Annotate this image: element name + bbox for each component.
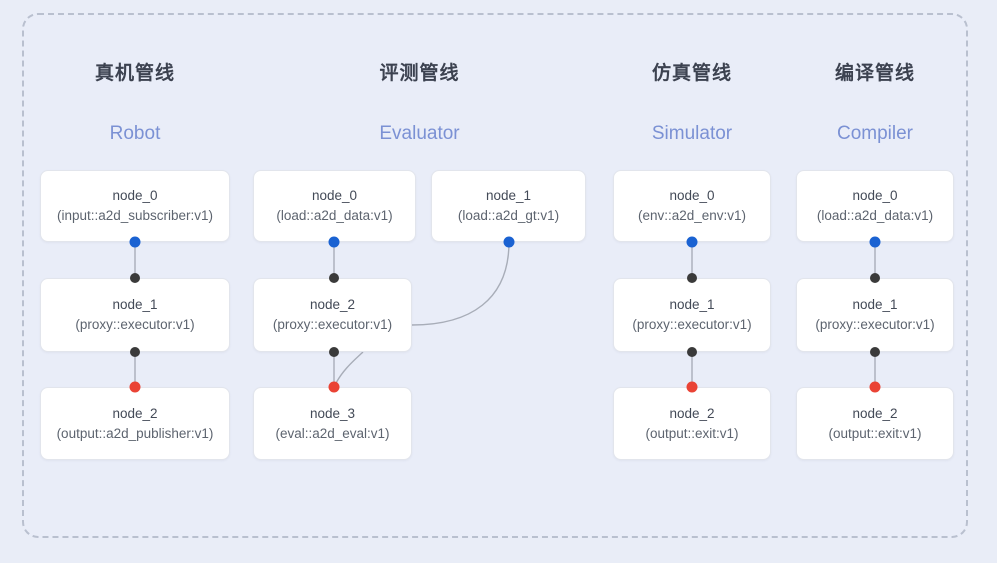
column-title-cn-robot: 真机管线 — [94, 63, 175, 84]
node-type: (env::a2d_env:v1) — [637, 208, 747, 223]
node-type: (output::exit:v1) — [645, 425, 739, 441]
node-evaluator-3[interactable]: node_3 (eval::a2d_eval:v1) — [253, 387, 412, 460]
node-compiler-1[interactable]: node_1 (proxy::executor:v1) — [796, 278, 954, 352]
port-input-robot-node1[interactable] — [130, 273, 140, 283]
node-type: (eval::a2d_eval:v1) — [275, 425, 390, 441]
port-input-simulator-node2[interactable] — [686, 381, 698, 393]
port-input-simulator-node1[interactable] — [687, 273, 697, 283]
node-robot-0[interactable]: node_0 (input::a2d_subscriber:v1) — [40, 170, 230, 242]
port-input-compiler-node1[interactable] — [870, 273, 880, 283]
port-output-robot-node0[interactable] — [129, 236, 141, 248]
node-compiler-2[interactable]: node_2 (output::exit:v1) — [796, 387, 954, 460]
port-output-simulator-node0[interactable] — [686, 236, 698, 248]
port-output-compiler-node1[interactable] — [870, 347, 880, 357]
pipeline-column-evaluator: 评测管线 Evaluator node_0 (load::a2d_data:v1… — [253, 0, 586, 563]
node-simulator-1[interactable]: node_1 (proxy::executor:v1) — [613, 278, 771, 352]
port-output-evaluator-node2[interactable] — [329, 347, 339, 357]
node-type: (load::a2d_data:v1) — [276, 208, 393, 223]
node-name: node_1 — [485, 188, 532, 203]
node-name: node_2 — [112, 405, 158, 421]
column-title-en-simulator: Simulator — [651, 123, 733, 144]
port-input-compiler-node2[interactable] — [869, 381, 881, 393]
port-output-compiler-node0[interactable] — [869, 236, 881, 248]
column-title-cn-simulator: 仿真管线 — [651, 63, 732, 84]
node-evaluator-0[interactable]: node_0 (load::a2d_data:v1) — [253, 170, 416, 242]
pipeline-column-compiler: 编译管线 Compiler node_0 (load::a2d_data:v1)… — [796, 0, 954, 563]
node-type: (load::a2d_gt:v1) — [457, 208, 560, 223]
node-name: node_3 — [309, 405, 356, 421]
column-title-en-evaluator: Evaluator — [379, 123, 460, 144]
node-simulator-2[interactable]: node_2 (output::exit:v1) — [613, 387, 771, 460]
port-output-evaluator-node1[interactable] — [503, 236, 515, 248]
node-robot-2[interactable]: node_2 (output::a2d_publisher:v1) — [40, 387, 230, 460]
node-type: (proxy::executor:v1) — [272, 317, 393, 332]
node-name: node_1 — [669, 297, 715, 312]
node-evaluator-1[interactable]: node_1 (load::a2d_gt:v1) — [431, 170, 586, 242]
port-output-robot-node1[interactable] — [130, 347, 140, 357]
node-name: node_0 — [311, 188, 358, 203]
node-type: (load::a2d_data:v1) — [816, 208, 934, 223]
node-name: node_2 — [309, 297, 356, 312]
port-output-evaluator-node0[interactable] — [328, 236, 340, 248]
node-name: node_2 — [669, 405, 715, 421]
node-evaluator-2[interactable]: node_2 (proxy::executor:v1) — [253, 278, 412, 352]
node-simulator-0[interactable]: node_0 (env::a2d_env:v1) — [613, 170, 771, 242]
column-title-en-compiler: Compiler — [836, 123, 914, 144]
node-type: (proxy::executor:v1) — [75, 317, 195, 332]
node-name: node_1 — [112, 297, 158, 312]
column-title-cn-evaluator: 评测管线 — [379, 63, 460, 84]
node-name: node_0 — [112, 188, 158, 203]
node-name: node_1 — [852, 297, 898, 312]
port-output-simulator-node1[interactable] — [687, 347, 697, 357]
pipeline-column-simulator: 仿真管线 Simulator node_0 (env::a2d_env:v1) … — [613, 0, 771, 563]
node-type: (proxy::executor:v1) — [632, 317, 752, 332]
node-name: node_0 — [669, 188, 715, 203]
port-input-evaluator-node2[interactable] — [329, 273, 339, 283]
column-title-cn-compiler: 编译管线 — [834, 63, 915, 84]
node-type: (input::a2d_subscriber:v1) — [56, 208, 214, 223]
node-name: node_2 — [852, 405, 898, 421]
node-type: (output::a2d_publisher:v1) — [56, 425, 214, 441]
port-input-evaluator-node3[interactable] — [328, 381, 340, 393]
node-type: (output::exit:v1) — [828, 425, 922, 441]
node-robot-1[interactable]: node_1 (proxy::executor:v1) — [40, 278, 230, 352]
node-name: node_0 — [852, 188, 898, 203]
port-input-robot-node2[interactable] — [129, 381, 141, 393]
node-compiler-0[interactable]: node_0 (load::a2d_data:v1) — [796, 170, 954, 242]
pipeline-column-robot: 真机管线 Robot node_0 (input::a2d_subscriber… — [40, 0, 230, 563]
node-type: (proxy::executor:v1) — [815, 317, 935, 332]
column-title-en-robot: Robot — [109, 123, 161, 144]
